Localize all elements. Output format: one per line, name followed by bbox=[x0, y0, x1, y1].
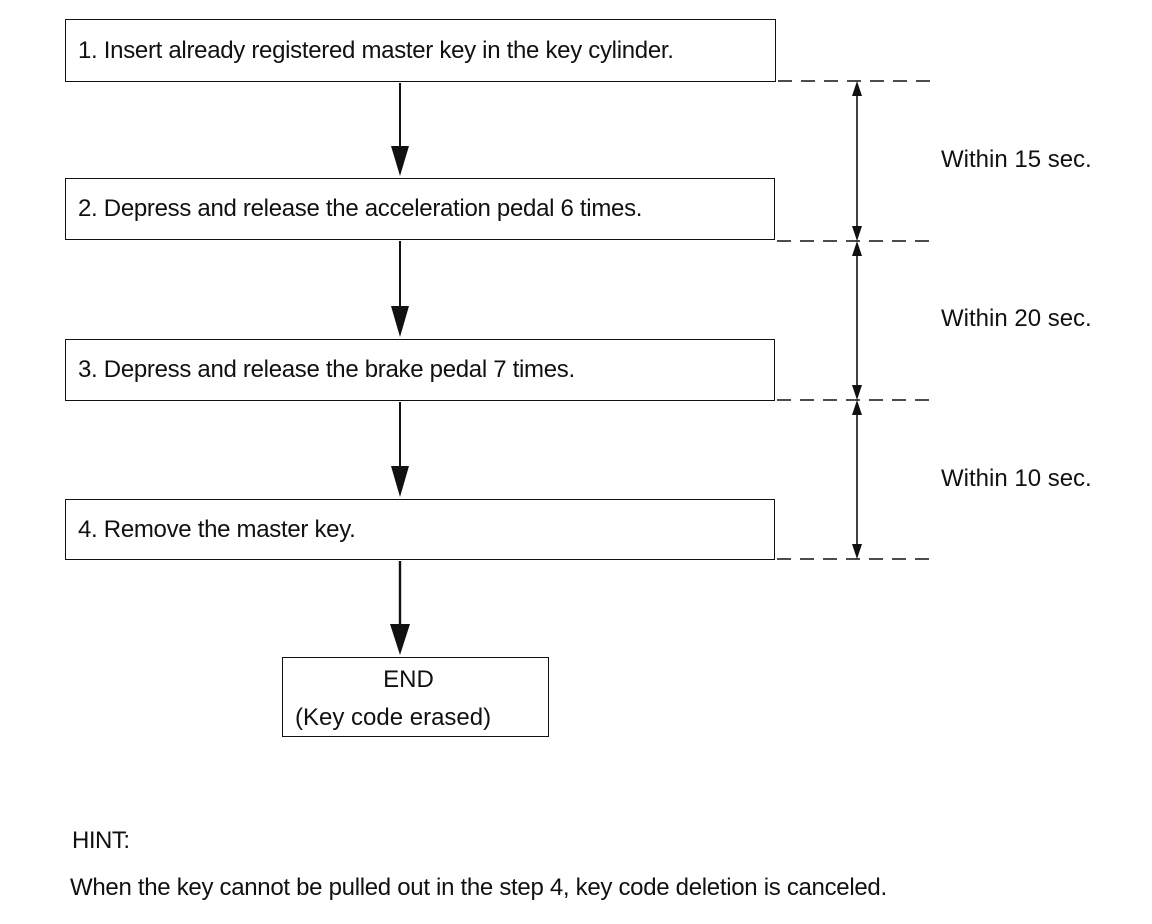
end-box: END (Key code erased) bbox=[282, 657, 549, 737]
flow-arrow-3-4 bbox=[391, 402, 409, 497]
step-label-3: 3. Depress and release the brake pedal 7… bbox=[78, 356, 575, 383]
interval-arrow-3 bbox=[852, 400, 862, 559]
end-title: END bbox=[383, 666, 434, 693]
interval-label-3: Within 10 sec. bbox=[941, 465, 1092, 492]
flow-arrow-1-2 bbox=[391, 83, 409, 176]
interval-arrow-2 bbox=[852, 241, 862, 400]
hint-label: HINT: bbox=[72, 827, 130, 854]
interval-label-1: Within 15 sec. bbox=[941, 146, 1092, 173]
interval-arrow-1 bbox=[852, 81, 862, 241]
flow-arrow-4-end bbox=[390, 561, 410, 655]
hint-text: When the key cannot be pulled out in the… bbox=[70, 874, 887, 901]
step-box-3: 3. Depress and release the brake pedal 7… bbox=[65, 339, 775, 401]
step-box-2: 2. Depress and release the acceleration … bbox=[65, 178, 775, 240]
end-subtitle: (Key code erased) bbox=[295, 704, 492, 731]
end-title-row: END bbox=[283, 666, 548, 694]
step-label-2: 2. Depress and release the acceleration … bbox=[78, 195, 643, 222]
step-box-4: 4. Remove the master key. bbox=[65, 499, 775, 560]
step-box-1: 1. Insert already registered master key … bbox=[65, 19, 776, 82]
flow-arrow-2-3 bbox=[391, 241, 409, 337]
step-label-1: 1. Insert already registered master key … bbox=[78, 36, 674, 64]
interval-label-2: Within 20 sec. bbox=[941, 305, 1092, 332]
step-label-4: 4. Remove the master key. bbox=[78, 515, 356, 543]
